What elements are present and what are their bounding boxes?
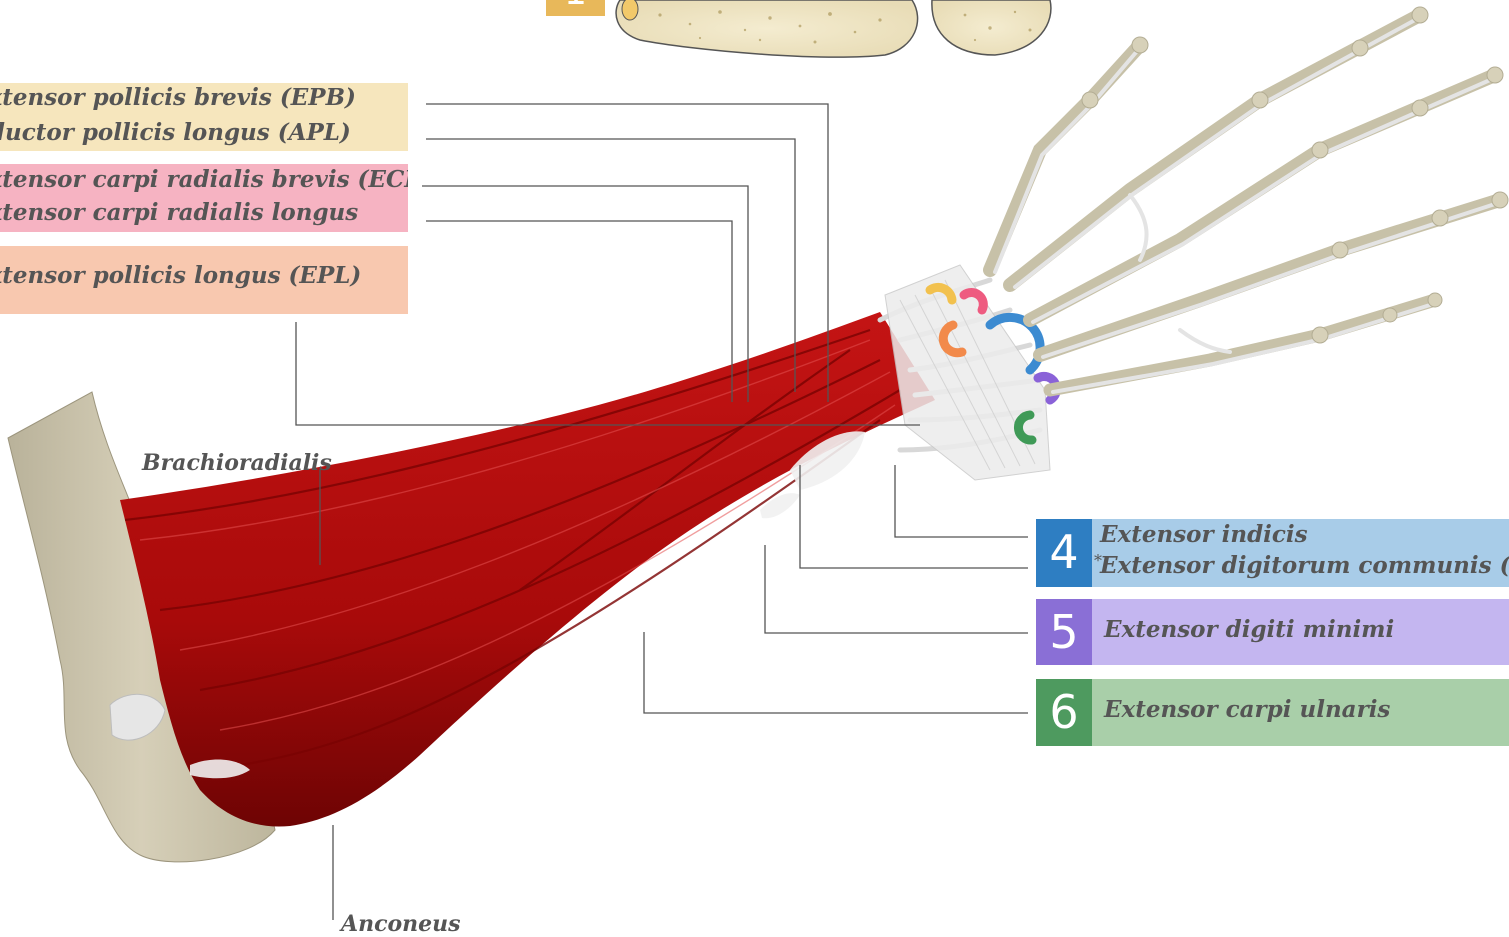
top-tag-number: 1 [546, 0, 605, 13]
tag-line-epl: Extensor pollicis longus (EPL) [0, 262, 361, 289]
tag-line-ecrb: Extensor carpi radialis brevis (ECRB) [0, 166, 408, 193]
right-tag-compartment-5: 5 Extensor digiti minimi [1036, 599, 1509, 665]
tag-line-ecu: Extensor carpi ulnaris [1104, 696, 1390, 723]
cross-section-bones [616, 0, 1051, 57]
finger-tendons [995, 20, 1495, 392]
tag-line-ecrl: Extensor carpi radialis longus [0, 199, 358, 226]
label-anconeus: Anconeus [341, 911, 461, 937]
tag-line-apl: Abductor pollicis longus (APL) [0, 119, 351, 146]
forearm-muscles [120, 312, 935, 827]
tag-line-epb: Extensor pollicis brevis (EPB) [0, 84, 356, 111]
label-brachioradialis: Brachioradialis [142, 450, 332, 476]
compartment-number-5: 5 [1036, 599, 1092, 665]
left-tag-epl: Extensor pollicis longus (EPL) [0, 246, 408, 314]
tag-line-extensor-indicis: Extensor indicis [1100, 521, 1308, 548]
compartment-number-4: 4 [1036, 519, 1092, 587]
right-tag-compartment-4: 4 Extensor indicis * Extensor digitorum … [1036, 519, 1509, 587]
tag-line-edc: Extensor digitorum communis (EDC) [1100, 552, 1509, 579]
top-compartment-tag: 1 [546, 0, 605, 16]
compartment-number-6: 6 [1036, 679, 1092, 746]
left-tag-epb-apl: Extensor pollicis brevis (EPB) Abductor … [0, 83, 408, 151]
left-tag-ecrb-ecrl: Extensor carpi radialis brevis (ECRB) Ex… [0, 164, 408, 232]
right-tag-compartment-6: 6 Extensor carpi ulnaris [1036, 679, 1509, 746]
tag-line-edm: Extensor digiti minimi [1104, 616, 1394, 643]
